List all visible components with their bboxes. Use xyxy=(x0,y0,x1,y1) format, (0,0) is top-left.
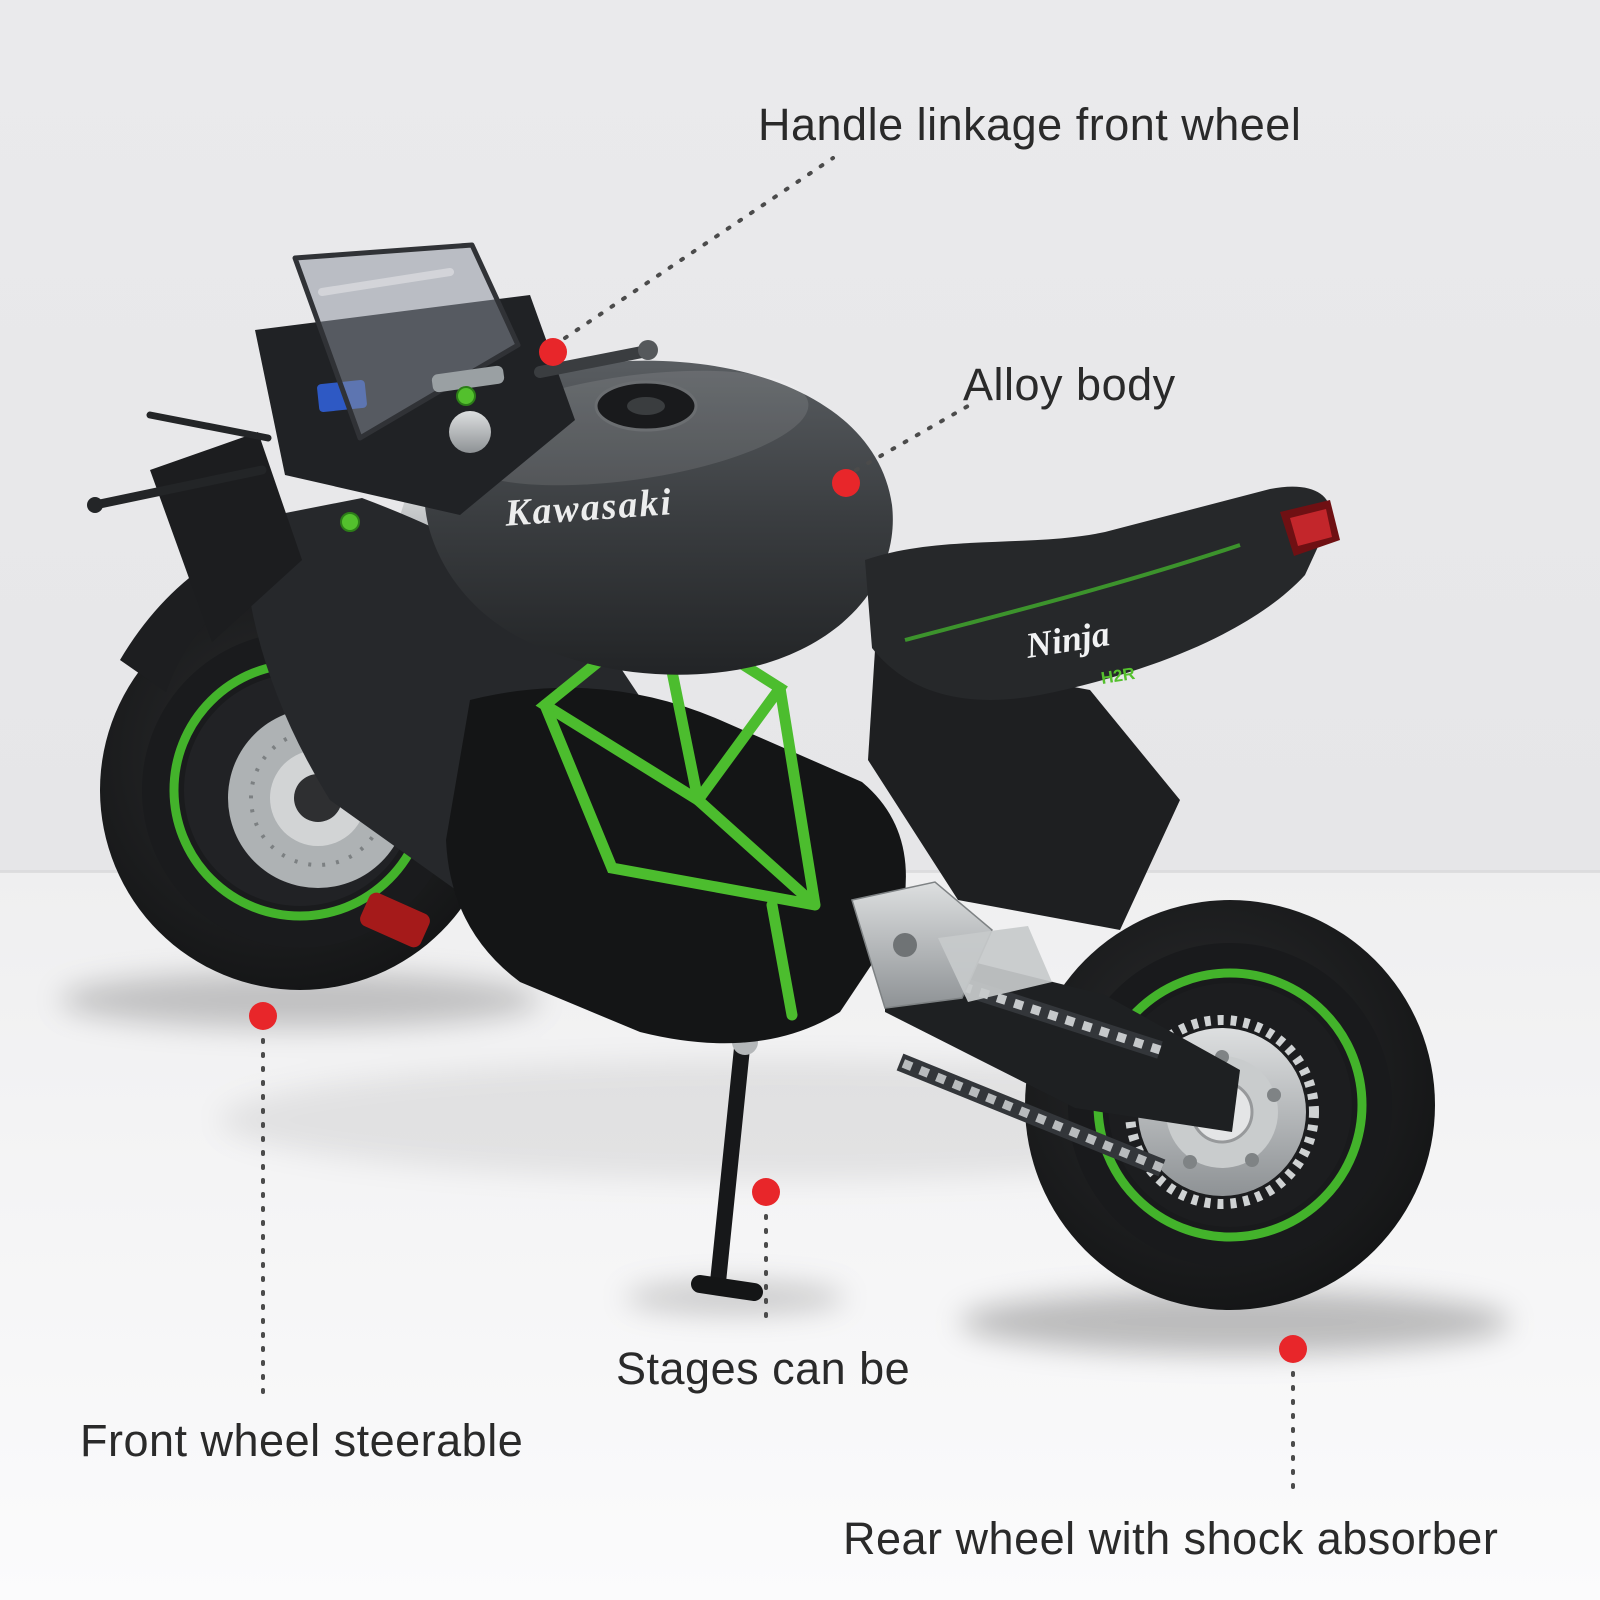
seat-tail: Ninja H2R xyxy=(865,486,1340,700)
marker-dot-alloy xyxy=(832,469,860,497)
annotation-label-rear-wheel: Rear wheel with shock absorber xyxy=(843,1513,1499,1564)
rear-cowl xyxy=(868,650,1180,930)
cockpit xyxy=(87,242,658,532)
annotation-label-stages: Stages can be xyxy=(616,1343,911,1394)
annotation-label-alloy-body: Alloy body xyxy=(963,359,1176,410)
marker-dot-rear-wheel xyxy=(1279,1335,1307,1363)
windscreen xyxy=(292,242,521,441)
annotation-label-front-wheel: Front wheel steerable xyxy=(80,1415,524,1466)
annotation-leaders xyxy=(249,156,1307,1492)
tail-h2r-logo: H2R xyxy=(1100,664,1137,688)
leader-line-handle xyxy=(563,156,835,340)
marker-dot-handle xyxy=(539,338,567,366)
annotation-label-handle-linkage: Handle linkage front wheel xyxy=(758,99,1302,150)
footpeg-bracket xyxy=(851,881,1052,1009)
marker-dot-stages xyxy=(752,1178,780,1206)
marker-dot-front-wheel xyxy=(249,1002,277,1030)
